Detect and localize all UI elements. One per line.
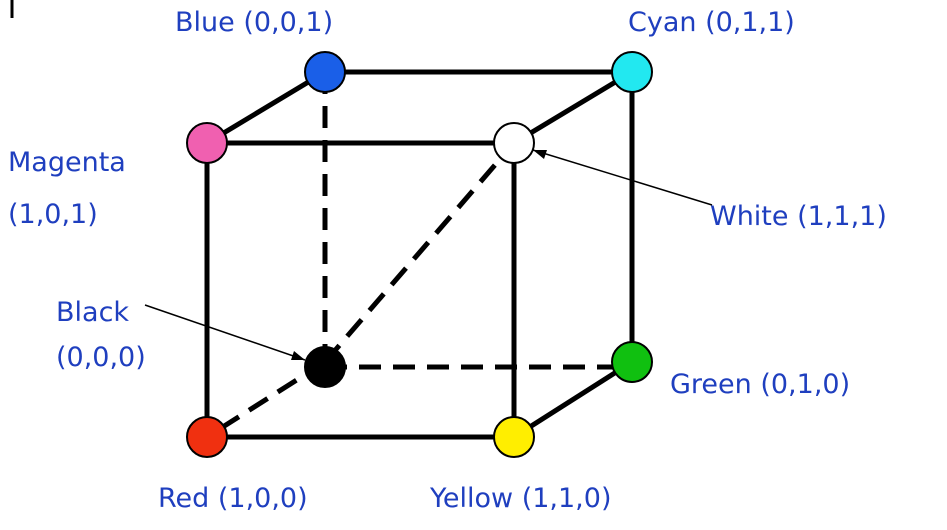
black-pointer-arrowhead [291,351,305,360]
label-blue: Blue (0,0,1) [175,7,334,38]
label-green: Green (0,1,0) [670,369,851,400]
black-pointer-line [144,304,306,361]
label-white: White (1,1,1) [710,201,887,232]
white-pointer-arrowhead [533,150,547,159]
label-yellow: Yellow (1,1,0) [430,483,612,514]
edge-black-red-hidden [205,359,327,440]
vertex-green [611,341,653,383]
label-magenta-line2: (1,0,1) [8,199,98,230]
vertex-yellow [493,416,535,458]
edge-green-yellow [512,359,634,440]
label-cyan: Cyan (0,1,1) [628,7,795,38]
vertex-blue [304,51,346,93]
vertex-red [186,416,228,458]
vertex-cyan [611,51,653,93]
label-red: Red (1,0,0) [158,483,308,514]
vertex-white [493,122,535,164]
vertex-black [304,346,346,388]
label-black-line1: Black [56,297,130,328]
label-black-line2: (0,0,0) [56,342,146,373]
vertex-magenta [186,122,228,164]
diagonal-black-white-hidden [323,141,516,364]
edge-blue-magenta [205,69,327,146]
label-magenta-line1: Magenta [8,147,126,178]
white-pointer-line [532,149,713,206]
edge-cyan-white [512,69,634,146]
